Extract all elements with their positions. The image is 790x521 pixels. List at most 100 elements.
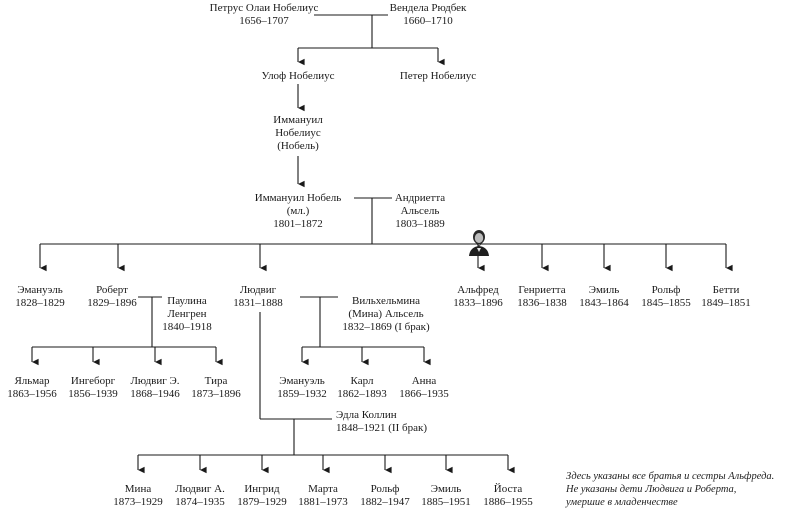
person-name-line2: Нобелиус <box>275 127 321 139</box>
person-name: Ингеборг <box>70 375 116 387</box>
person-ingeborg: Ингеборг 1856–1939 <box>68 375 118 401</box>
person-name-line2: (Мина) Альсель <box>348 308 424 320</box>
person-years: 1868–1946 <box>130 388 180 400</box>
person-ludwig: Людвиг 1831–1888 <box>233 284 283 310</box>
person-years: 1801–1872 <box>273 218 323 230</box>
person-name: Эмиль <box>588 284 620 296</box>
person-emil-1843: Эмиль 1843–1864 <box>579 284 629 310</box>
person-years: 1863–1956 <box>7 388 57 400</box>
person-name: Эмиль <box>430 483 462 495</box>
person-name: Петрус Олаи Нобелиус <box>209 2 319 14</box>
person-betty: Бетти 1849–1851 <box>701 284 751 310</box>
alfred-portrait-icon <box>469 230 489 256</box>
person-years: 1856–1939 <box>68 388 118 400</box>
person-anna: Анна 1866–1935 <box>399 375 449 401</box>
person-name: Роберт <box>96 284 128 296</box>
person-years: 1866–1935 <box>399 388 449 400</box>
person-years: 1882–1947 <box>360 496 410 508</box>
person-name: Рольф <box>370 483 400 495</box>
footnote: Здесь указаны все братья и сестры Альфре… <box>566 470 774 509</box>
person-rolf-1845: Рольф 1845–1855 <box>641 284 691 310</box>
person-name-line2: Альсель <box>400 205 440 217</box>
person-edla: Эдла Коллин 1848–1921 (II брак) <box>336 409 427 435</box>
person-name: Людвиг А. <box>175 483 225 495</box>
person-name-line1: Иммануил Нобель <box>254 192 342 204</box>
person-years: 1885–1951 <box>421 496 471 508</box>
person-years: 1831–1888 <box>233 297 283 309</box>
person-years: 1836–1838 <box>517 297 567 309</box>
person-ulof: Улоф Нобелиус <box>262 70 335 83</box>
person-ludwig-e: Людвиг Э. 1868–1946 <box>130 375 180 401</box>
person-name-line3: (Нобель) <box>277 140 319 152</box>
person-hjalmar: Яльмар 1863–1956 <box>7 375 57 401</box>
person-immanuil-sr: Иммануил Нобелиус (Нобель) <box>273 114 322 153</box>
person-alfred: Альфред 1833–1896 <box>453 284 503 310</box>
person-years: 1849–1851 <box>701 297 751 309</box>
person-years: 1845–1855 <box>641 297 691 309</box>
person-years: 1840–1918 <box>162 321 212 333</box>
person-name-line1: Иммануил <box>273 114 323 126</box>
person-name: Вендела Рюдбек <box>389 2 467 14</box>
person-name: Эдла Коллин <box>336 409 397 421</box>
person-years: 1848–1921 (II брак) <box>336 422 427 434</box>
person-name: Альфред <box>457 284 499 296</box>
person-years: 1829–1896 <box>87 297 137 309</box>
person-name: Марта <box>308 483 338 495</box>
person-name: Мина <box>124 483 152 495</box>
person-tira: Тира 1873–1896 <box>191 375 241 401</box>
person-wilhelmina: Вильхельмина (Мина) Альсель 1832–1869 (I… <box>342 295 429 334</box>
person-name: Рольф <box>651 284 681 296</box>
person-name: Йоста <box>493 483 523 495</box>
person-name: Карл <box>350 375 374 387</box>
person-marta: Марта 1881–1973 <box>298 483 348 509</box>
person-name: Эмануэль <box>279 375 325 387</box>
person-name-line1: Паулина <box>167 295 207 307</box>
footnote-line2: Не указаны дети Людвига и Роберта, <box>566 484 737 495</box>
person-ingrid: Ингрид 1879–1929 <box>237 483 287 509</box>
person-emil-1885: Эмиль 1885–1951 <box>421 483 471 509</box>
person-immanuil-jr: Иммануил Нобель (мл.) 1801–1872 <box>255 192 341 231</box>
person-years: 1873–1896 <box>191 388 241 400</box>
person-name-line1: Андриетта <box>394 192 446 204</box>
person-years: 1881–1973 <box>298 496 348 508</box>
person-years: 1886–1955 <box>483 496 533 508</box>
person-henrietta: Генриетта 1836–1838 <box>517 284 567 310</box>
person-name-line2: Ленгрен <box>167 308 207 320</box>
person-years: 1873–1929 <box>113 496 163 508</box>
person-name: Яльмар <box>14 375 50 387</box>
person-years: 1828–1829 <box>15 297 65 309</box>
person-name: Бетти <box>712 284 740 296</box>
person-years: 1833–1896 <box>453 297 503 309</box>
person-name: Ингрид <box>244 483 280 495</box>
person-emanuel-1859: Эмануэль 1859–1932 <box>277 375 327 401</box>
person-karl: Карл 1862–1893 <box>337 375 387 401</box>
person-name-line2: (мл.) <box>286 205 310 217</box>
person-name: Генриетта <box>518 284 566 296</box>
person-years: 1803–1889 <box>395 218 445 230</box>
person-name: Эмануэль <box>17 284 63 296</box>
person-josta: Йоста 1886–1955 <box>483 483 533 509</box>
person-name-line1: Вильхельмина <box>352 295 420 307</box>
person-peter: Петер Нобелиус <box>400 70 476 83</box>
person-name: Петер Нобелиус <box>399 70 477 82</box>
footnote-line1: Здесь указаны все братья и сестры Альфре… <box>566 471 775 482</box>
person-name: Улоф Нобелиус <box>261 70 335 82</box>
person-mina: Мина 1873–1929 <box>113 483 163 509</box>
person-name: Людвиг Э. <box>130 375 180 387</box>
person-years: 1843–1864 <box>579 297 629 309</box>
person-name: Анна <box>411 375 437 387</box>
person-years: 1656–1707 <box>239 15 289 27</box>
person-petrus: Петрус Олаи Нобелиус 1656–1707 <box>210 2 319 28</box>
person-years: 1660–1710 <box>403 15 453 27</box>
person-years: 1859–1932 <box>277 388 327 400</box>
person-andrietta: Андриетта Альсель 1803–1889 <box>395 192 445 231</box>
person-years: 1832–1869 (I брак) <box>342 321 430 333</box>
person-years: 1879–1929 <box>237 496 287 508</box>
person-name: Тира <box>204 375 228 387</box>
person-emanuel-1828: Эмануэль 1828–1829 <box>15 284 65 310</box>
footnote-line3: умершие в младенчестве <box>566 497 678 508</box>
person-years: 1874–1935 <box>175 496 225 508</box>
person-ludwig-a: Людвиг А. 1874–1935 <box>175 483 225 509</box>
